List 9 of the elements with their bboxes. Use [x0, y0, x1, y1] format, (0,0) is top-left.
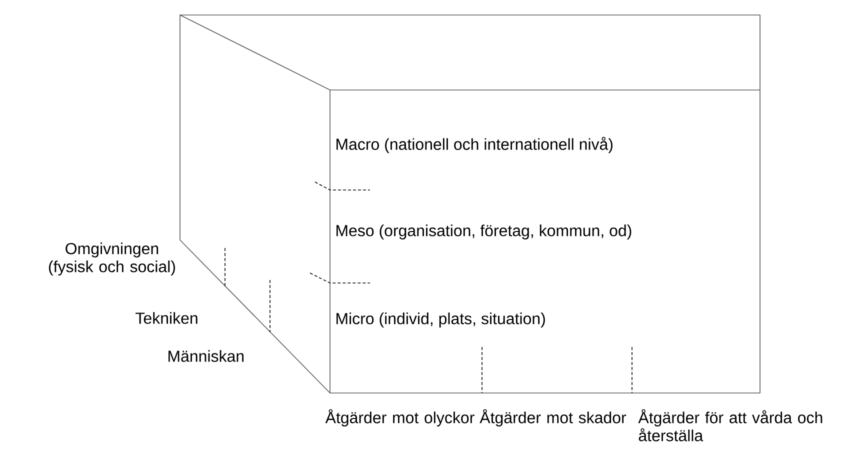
label: Åtgärder mot skador — [480, 409, 626, 426]
label: Macro (nationell och internationell nivå) — [336, 136, 612, 154]
label: Människan — [168, 350, 244, 362]
label: Micro (individ, plats, situation) — [336, 312, 545, 328]
label: Åtgärder mot olyckor — [325, 409, 474, 426]
label: Omgivningen (fysisk och social) — [48, 242, 175, 276]
label: Tekniken — [136, 312, 198, 324]
label: Meso (organisation, företag, kommun, od) — [336, 224, 632, 240]
label: Åtgärder för att vårda och återställa — [638, 409, 822, 442]
